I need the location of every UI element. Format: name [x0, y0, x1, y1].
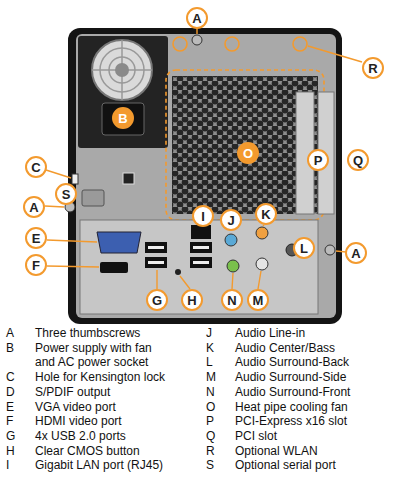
- callout-letter: G: [152, 294, 162, 307]
- key-description: Clear CMOS button: [35, 444, 140, 459]
- callout-letter: Q: [353, 154, 363, 167]
- key-description: PCI slot: [235, 429, 277, 444]
- key-description: Heat pipe cooling fan: [235, 400, 348, 415]
- callout-letter: K: [261, 208, 270, 221]
- key-letter: F: [6, 414, 13, 429]
- callout-circle: B: [112, 107, 134, 129]
- callout-circle: A: [345, 242, 367, 264]
- callout-circle: J: [220, 209, 242, 231]
- callout-circle: S: [55, 183, 77, 205]
- key-letter: O: [206, 400, 215, 415]
- key-letter: G: [6, 429, 15, 444]
- key-description: Audio Line-in: [235, 326, 305, 341]
- callout-letter: F: [32, 259, 40, 272]
- key-letter: S: [206, 458, 214, 473]
- callout-letter: C: [31, 161, 40, 174]
- key-letter: D: [6, 385, 15, 400]
- callout-circle: E: [25, 227, 47, 249]
- key-description: S/PDIF output: [35, 385, 110, 400]
- key-description: Audio Surround-Back: [235, 355, 349, 370]
- callout-circle: M: [247, 289, 269, 311]
- key-description: Three thumbscrews: [35, 326, 140, 341]
- callout-letter: E: [32, 232, 41, 245]
- callout-circle: A: [23, 196, 45, 218]
- callout-letter: O: [243, 147, 253, 160]
- key-letter: N: [206, 385, 215, 400]
- callout-letter: S: [62, 188, 71, 201]
- key-letter: C: [6, 370, 15, 385]
- key-letter: H: [6, 444, 15, 459]
- callout-letter: J: [227, 214, 234, 227]
- callout-circle: K: [255, 203, 277, 225]
- callout-circle: H: [181, 289, 203, 311]
- callout-circle: A: [186, 7, 208, 29]
- key-description: Optional WLAN: [235, 444, 318, 459]
- callout-circle: C: [25, 156, 47, 178]
- callout-circle: R: [362, 57, 384, 79]
- key-description: Power supply with fan and AC power socke…: [35, 341, 163, 370]
- key-description: HDMI video port: [35, 414, 122, 429]
- callout-letter: B: [118, 112, 127, 125]
- key-description: Audio Surround-Front: [235, 385, 350, 400]
- callout-circle: I: [192, 205, 214, 227]
- key-letter: Q: [206, 429, 215, 444]
- callout-circle: G: [146, 289, 168, 311]
- key-letter: I: [6, 458, 9, 473]
- key-description: Audio Center/Bass: [235, 341, 335, 356]
- callout-letter: A: [29, 201, 38, 214]
- key-description: Optional serial port: [235, 458, 336, 473]
- callout-letter: M: [253, 294, 264, 307]
- key-description: Hole for Kensington lock: [35, 370, 165, 385]
- callout-letter: I: [201, 210, 205, 223]
- key-letter: J: [206, 326, 212, 341]
- key-description: Audio Surround-Side: [235, 370, 346, 385]
- key-description: VGA video port: [35, 400, 116, 415]
- callout-circle: Q: [347, 149, 369, 171]
- callout-letter: L: [300, 242, 308, 255]
- callout-circle: L: [293, 237, 315, 259]
- key-letter: B: [6, 341, 14, 356]
- key-description: Gigabit LAN port (RJ45): [35, 458, 163, 473]
- key-description: 4x USB 2.0 ports: [35, 429, 126, 444]
- key-letter: K: [206, 341, 214, 356]
- callout-letter: H: [187, 294, 196, 307]
- callout-letter: A: [351, 247, 360, 260]
- key-letter: M: [206, 370, 216, 385]
- callout-letter: P: [314, 154, 323, 167]
- callout-letter: R: [368, 62, 377, 75]
- callout-circle: P: [307, 149, 329, 171]
- key-letter: A: [6, 326, 14, 341]
- callout-letter: N: [227, 294, 236, 307]
- key-letter: R: [206, 444, 215, 459]
- key-description: PCI-Express x16 slot: [235, 414, 347, 429]
- callout-circle: O: [237, 142, 259, 164]
- callout-circle: N: [221, 289, 243, 311]
- key-letter: E: [6, 400, 14, 415]
- callout-circle: F: [25, 254, 47, 276]
- key-letter: L: [206, 355, 213, 370]
- key-letter: P: [206, 414, 214, 429]
- callout-letter: A: [192, 12, 201, 25]
